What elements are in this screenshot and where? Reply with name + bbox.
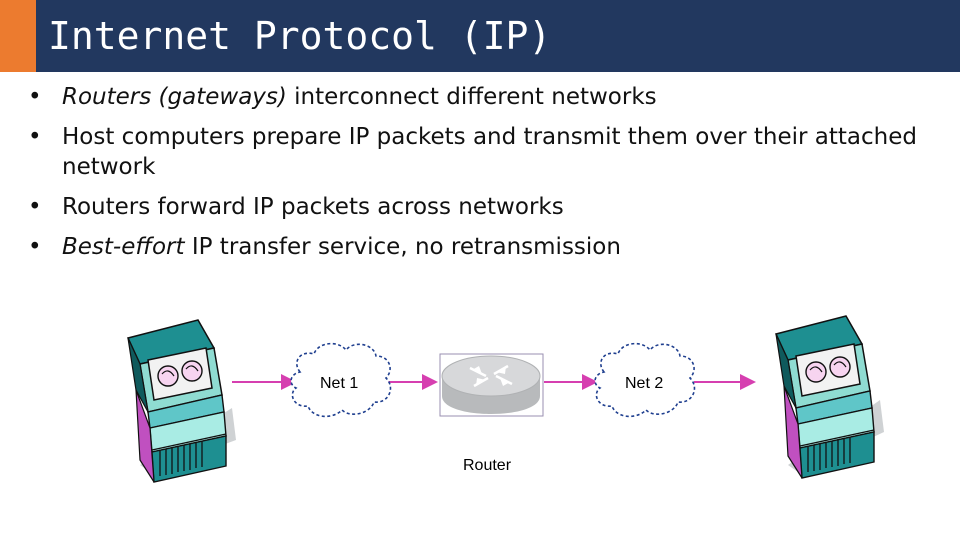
router-icon [439,353,544,417]
bullet-text: IP transfer service, no retransmission [184,234,621,260]
bullet-list: • Routers (gateways) interconnect differe… [22,82,942,272]
bullet-text: Host computers prepare IP packets and tr… [62,124,917,180]
bullet-text: interconnect different networks [286,84,657,110]
host-computer-right-icon [774,315,884,479]
net1-label: Net 1 [320,375,359,392]
bullet-emphasis: Best-effort [62,234,185,260]
bullet-item: • Host computers prepare IP packets and t… [22,122,942,182]
bullet-item: • Routers (gateways) interconnect differe… [22,82,942,112]
header-accent-bar [0,0,36,72]
net2-cloud-icon [594,342,696,418]
bullet-emphasis: Routers (gateways) [62,84,287,110]
network-diagram: Net 1 Net 2 Router [0,300,960,540]
bullet-item: • Best-effort IP transfer service, no ret… [22,232,942,262]
host-computer-left-icon [126,319,236,483]
bullet-dot-icon: • [28,84,42,110]
bullet-text: Routers forward IP packets across networ… [62,194,564,220]
network-diagram-svg [126,315,884,483]
bullet-dot-icon: • [28,234,42,260]
slide-title: Internet Protocol (IP) [48,14,552,58]
bullet-item: • Routers forward IP packets across netwo… [22,192,942,222]
router-label: Router [463,457,512,474]
net1-cloud-icon [290,342,392,418]
bullet-dot-icon: • [28,194,42,220]
slide-header: Internet Protocol (IP) [0,0,960,72]
net2-label: Net 2 [625,375,664,392]
bullet-dot-icon: • [28,124,42,150]
